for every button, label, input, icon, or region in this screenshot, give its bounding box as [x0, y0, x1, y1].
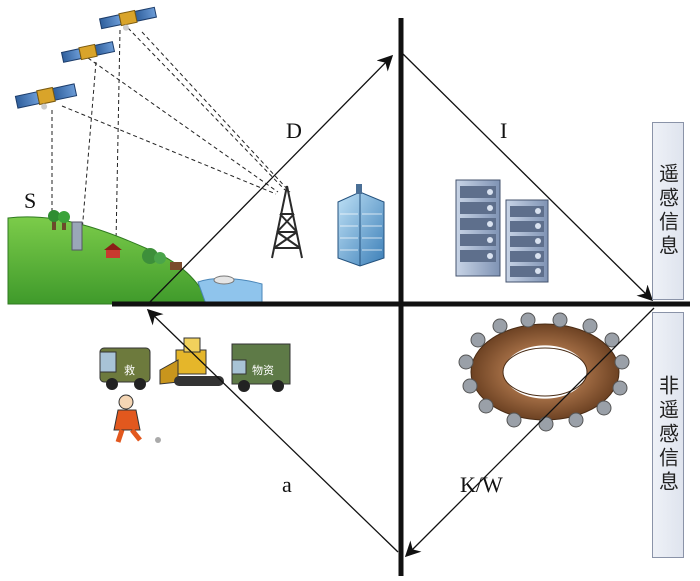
label-a: a: [282, 474, 292, 496]
terrain-icon: [8, 210, 262, 304]
rescue-truck-icon: 救: [100, 348, 150, 390]
non-remote-sensing-info-box: 非遥感信息: [652, 312, 684, 558]
server-rack-icon: [456, 180, 548, 282]
satellite-icon: [99, 6, 158, 35]
satellite-icon: [15, 83, 78, 115]
remote-sensing-info-box: 遥感信息: [652, 122, 684, 300]
label-S: S: [24, 190, 36, 212]
office-building-icon: [338, 184, 384, 266]
rescuer-icon: [114, 395, 161, 443]
satellite-signal-lines: [52, 28, 290, 242]
supply-emblem-text: 物资: [252, 363, 274, 377]
label-D: D: [286, 120, 302, 142]
tent-emblem-text: 救: [124, 363, 135, 377]
remote-sensing-info-label: 遥感信息: [654, 163, 683, 259]
bulldozer-icon: [160, 338, 224, 386]
conference-table-icon: [459, 313, 629, 431]
radio-tower-icon: [272, 186, 302, 258]
label-KW: K/W: [460, 474, 503, 496]
supply-truck-icon: 物资: [232, 344, 290, 392]
label-I: I: [500, 120, 507, 142]
satellite-icon: [61, 41, 114, 64]
non-remote-sensing-info-label: 非遥感信息: [654, 375, 683, 495]
arrow-D: [146, 56, 392, 306]
